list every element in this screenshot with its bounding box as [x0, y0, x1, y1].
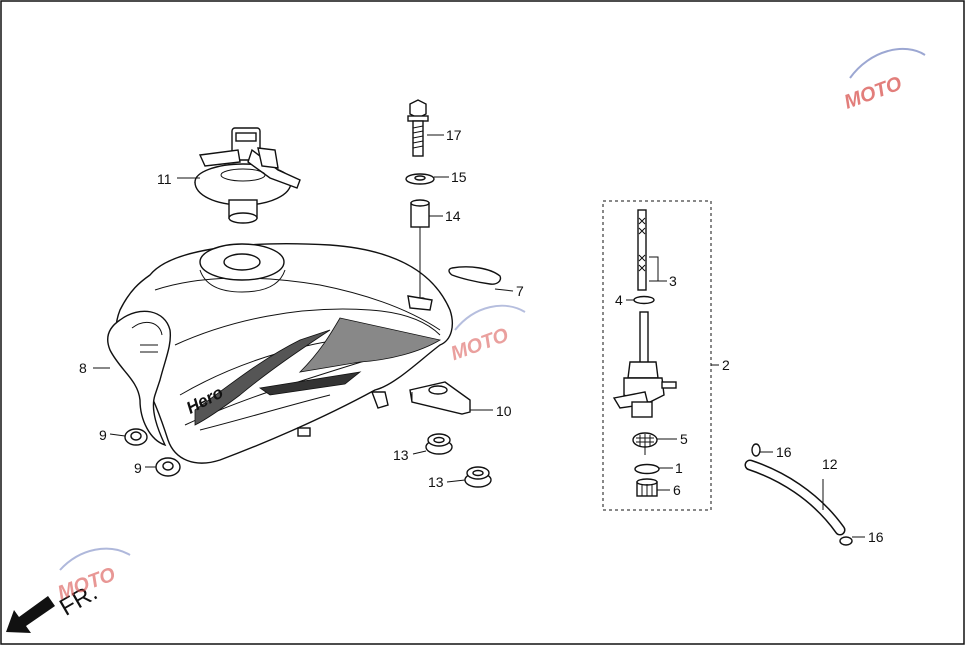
- callout-8: 8: [79, 360, 87, 376]
- washer: [405, 173, 435, 185]
- watermark-top-right: MOTO: [841, 47, 926, 114]
- watermark-swoosh-icon: [454, 304, 526, 331]
- callout-3: 3: [669, 273, 677, 289]
- tank-pad: [448, 266, 502, 285]
- callout-12: 12: [822, 456, 838, 472]
- cushion-b: [155, 457, 181, 477]
- callout-17: 17: [446, 127, 462, 143]
- grommet-a: [425, 433, 453, 455]
- callout-6: 6: [673, 482, 681, 498]
- watermark-center: MOTO: [448, 304, 526, 365]
- callout-10: 10: [496, 403, 512, 419]
- fuel-tank: Hero: [107, 243, 453, 464]
- callout-9-upper: 9: [99, 427, 107, 443]
- hose-clip-b: [839, 536, 853, 546]
- callout-13-upper: 13: [393, 447, 409, 463]
- callout-16-lower: 16: [868, 529, 884, 545]
- front-arrow-icon: [6, 596, 55, 633]
- hose-clip-a: [751, 443, 761, 457]
- fuel-cock-assembly-box: [602, 200, 712, 511]
- o-ring: [634, 463, 660, 475]
- grommet-b: [464, 466, 492, 488]
- fuel-cock: [612, 209, 677, 418]
- callout-16-upper: 16: [776, 444, 792, 460]
- callout-9-lower: 9: [134, 460, 142, 476]
- leader-lines: [93, 134, 865, 538]
- callout-13-lower: 13: [428, 474, 444, 490]
- callout-5: 5: [680, 431, 688, 447]
- fuel-pipe: [744, 459, 846, 536]
- callout-4: 4: [615, 292, 623, 308]
- fuel-cap: [194, 127, 301, 224]
- watermark-swoosh-icon: [59, 547, 131, 571]
- watermark-text: MOTO: [841, 72, 905, 113]
- callout-2: 2: [722, 357, 730, 373]
- callout-14: 14: [445, 208, 461, 224]
- callout-15: 15: [451, 169, 467, 185]
- cushion-a: [124, 428, 148, 446]
- watermark-text: MOTO: [448, 324, 512, 365]
- bolt: [407, 99, 429, 157]
- callout-11: 11: [157, 171, 172, 187]
- callout-1: 1: [675, 460, 683, 476]
- strainer-cup: [636, 478, 658, 497]
- callout-7: 7: [516, 283, 524, 299]
- collar: [410, 199, 430, 228]
- watermark-swoosh-icon: [849, 47, 926, 79]
- fuel-strainer: [632, 432, 658, 455]
- tank-damper: [409, 381, 471, 415]
